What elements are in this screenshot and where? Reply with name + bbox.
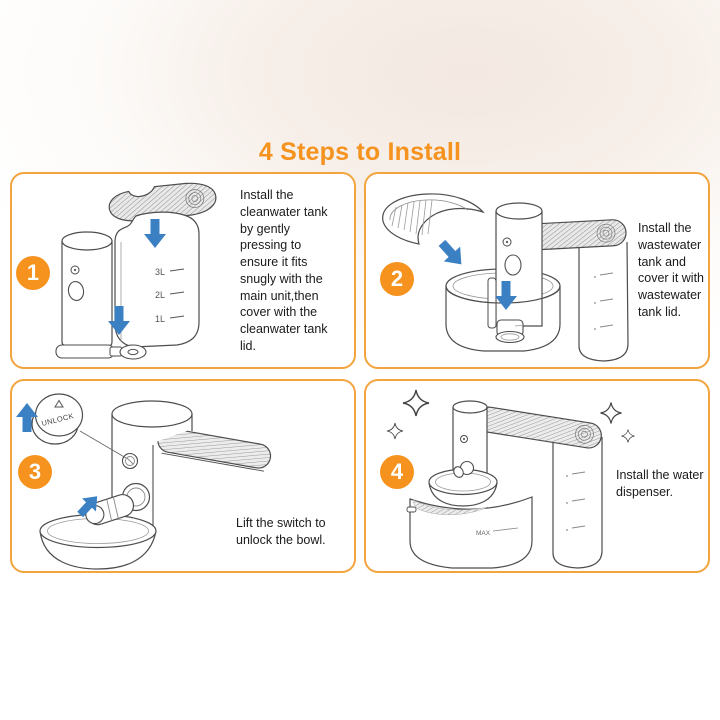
pointer-line xyxy=(79,430,127,459)
water-spout xyxy=(453,460,475,478)
step-number: 1 xyxy=(26,260,40,285)
step-number: 3 xyxy=(28,459,42,484)
step-2-illustration xyxy=(382,193,629,362)
page-title: 4 Steps to Install xyxy=(258,138,462,166)
tank-top-surface xyxy=(475,406,602,449)
base-foot xyxy=(55,344,147,360)
cleanwater-tank: 3L 2L 1L xyxy=(114,211,200,348)
max-label: MAX xyxy=(476,530,491,537)
step-1-instruction: Install the cleanwater tank by gently pr… xyxy=(240,188,328,353)
step-1-badge: 1 xyxy=(16,256,50,290)
step-3-panel: 3 Lift the switch to unlock the bowl. xyxy=(10,379,356,573)
step-4-illustration: MAX xyxy=(386,389,635,569)
down-arrow-icon xyxy=(144,219,166,248)
step-3-illustration: UNLOCK xyxy=(16,393,272,570)
water-tank xyxy=(578,241,629,362)
tank-scale-2l: 2L xyxy=(155,290,185,300)
svg-text:1L: 1L xyxy=(155,314,165,324)
wastewater-tank-lid-icon xyxy=(382,193,485,245)
water-tank xyxy=(552,437,603,569)
up-right-arrow-icon xyxy=(77,496,98,518)
unlock-dial: UNLOCK xyxy=(31,393,84,445)
step-1-panel: 1 Install the cleanwater tank by gently … xyxy=(10,172,356,369)
tank-tick-marks xyxy=(566,471,586,531)
step-number: 4 xyxy=(390,459,404,484)
step-2-badge: 2 xyxy=(380,262,414,296)
up-arrow-icon xyxy=(16,403,38,432)
cleanwater-tank-lid-icon xyxy=(108,182,217,222)
main-unit xyxy=(487,202,543,329)
svg-text:2L: 2L xyxy=(155,290,165,300)
tank-scale-1l: 1L xyxy=(155,314,185,324)
sparkle-icon xyxy=(386,389,635,443)
step-1-illustration: 3L 2L 1L xyxy=(55,182,217,360)
step-4-badge: 4 xyxy=(380,455,414,489)
tank-tick-marks xyxy=(594,272,614,330)
step-3-badge: 3 xyxy=(18,455,52,489)
tank-scale-3l: 3L xyxy=(155,267,185,277)
main-unit xyxy=(61,231,113,347)
step-2-panel: 2 Install the wastewater tank and cover … xyxy=(364,172,710,369)
step-3-instruction: Lift the switch to unlock the bowl. xyxy=(236,516,326,547)
step-4-panel: 4 Install the water dispenser. xyxy=(364,379,710,573)
down-arrow-icon xyxy=(108,306,130,335)
tank-top-surface xyxy=(523,219,627,251)
pet-bowl xyxy=(39,513,157,570)
water-dispenser-bowl xyxy=(428,468,498,507)
step-number: 2 xyxy=(390,266,404,291)
svg-text:3L: 3L xyxy=(155,267,165,277)
down-right-arrow-icon xyxy=(438,239,462,265)
water-outlet xyxy=(495,319,525,344)
front-bowl: MAX xyxy=(406,496,533,569)
step-2-instruction: Install the wastewater tank and cover it… xyxy=(638,221,704,319)
down-arrow-icon xyxy=(495,281,517,310)
step-4-instruction: Install the water dispenser. xyxy=(616,468,704,499)
